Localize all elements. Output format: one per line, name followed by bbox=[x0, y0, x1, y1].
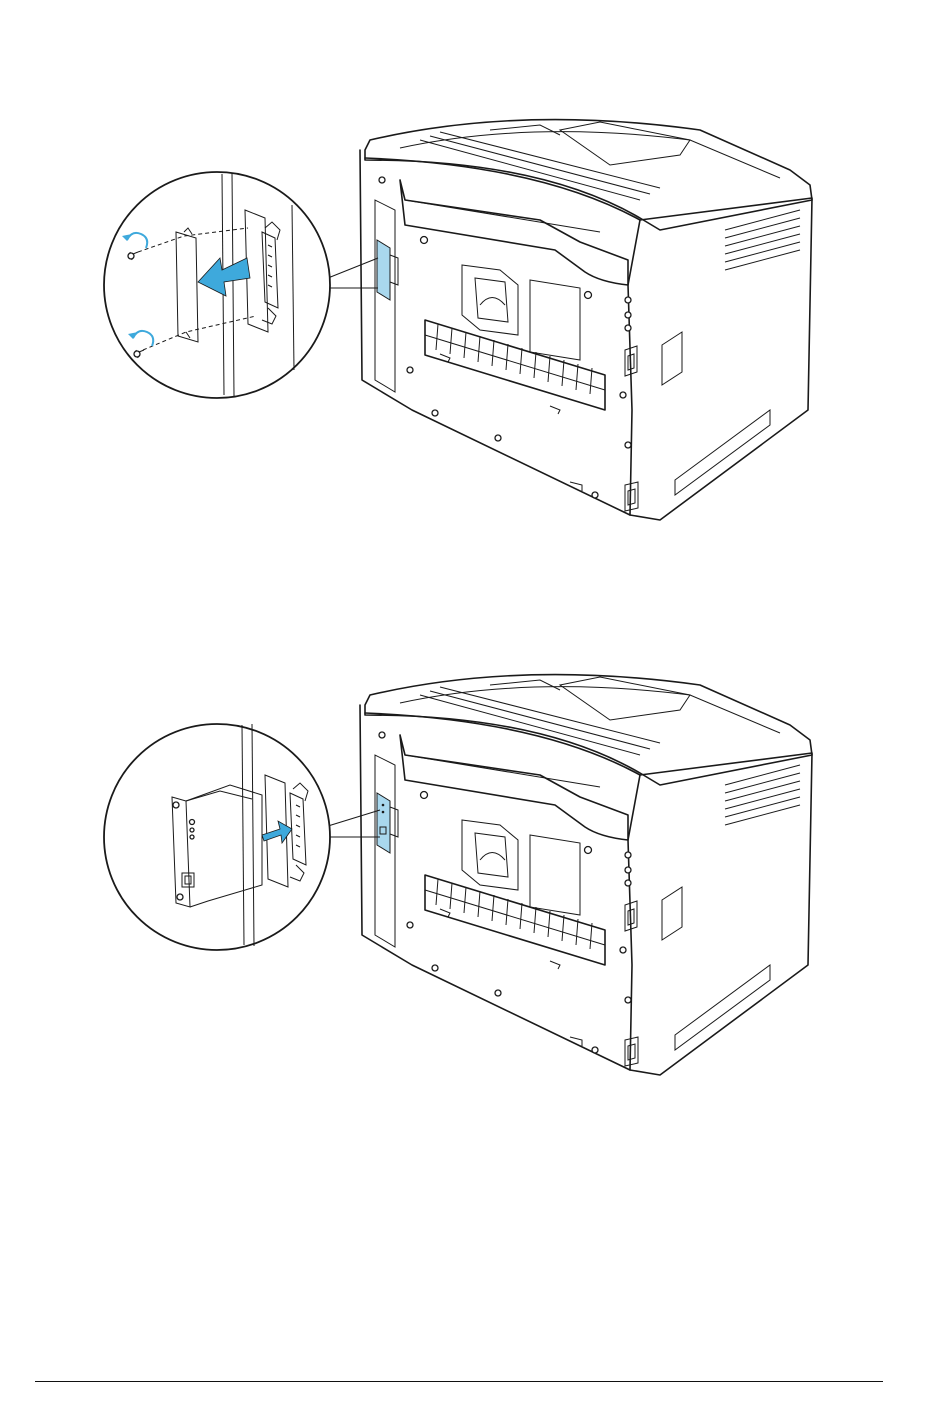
magnified-detail-circle bbox=[104, 724, 330, 950]
slot-cover-highlight bbox=[377, 240, 390, 300]
figure-insert-interface-card bbox=[0, 665, 950, 1085]
printer-rear-view bbox=[360, 120, 812, 520]
printer-rear-view bbox=[360, 675, 812, 1075]
footer-rule bbox=[35, 1381, 883, 1382]
magnified-detail-circle bbox=[104, 172, 330, 398]
figure-remove-slot-cover bbox=[0, 110, 950, 530]
interface-card-highlight bbox=[377, 793, 390, 853]
